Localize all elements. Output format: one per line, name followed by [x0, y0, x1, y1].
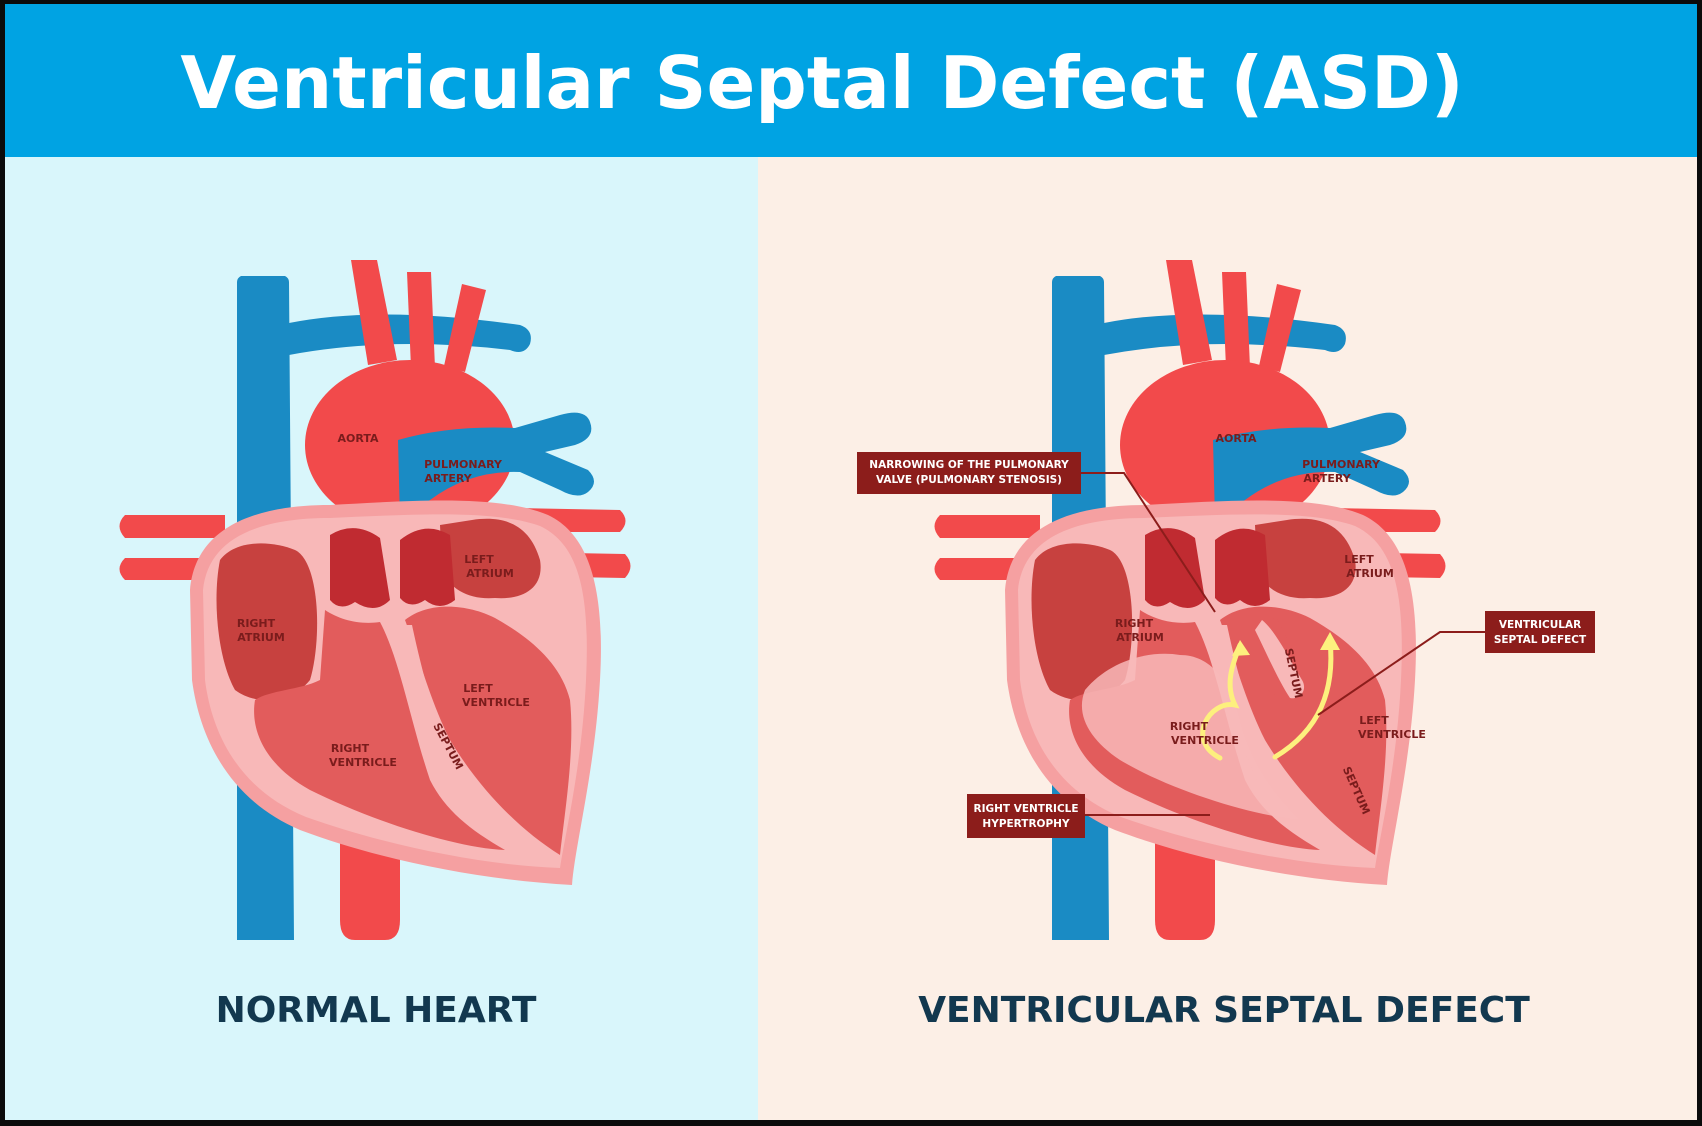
label-right-atrium-line1: RIGHT [1115, 617, 1154, 630]
label-right-ventricle-line2: VENTRICLE [329, 756, 397, 769]
label-left-ventricle-line2: VENTRICLE [1358, 728, 1426, 741]
callout-line1: NARROWING OF THE PULMONARY [869, 459, 1069, 471]
label-right-ventricle-line2: VENTRICLE [1171, 734, 1239, 747]
label-left-ventricle-line1: LEFT [463, 682, 493, 695]
label-pulmonary-artery-line1: PULMONARY [424, 458, 503, 471]
callout-line2: SEPTAL DEFECT [1494, 634, 1587, 646]
label-right-atrium-line2: ATRIUM [237, 631, 285, 644]
label-left-ventricle-line2: VENTRICLE [462, 696, 530, 709]
callout-box [1485, 611, 1595, 653]
label-right-ventricle-line1: RIGHT [331, 742, 370, 755]
label-right-atrium-line2: ATRIUM [1116, 631, 1164, 644]
callout-line2: HYPERTROPHY [982, 818, 1070, 830]
callout-line2: VALVE (PULMONARY STENOSIS) [876, 474, 1062, 486]
label-pulmonary-artery-line2: ARTERY [1303, 472, 1351, 485]
normal-heart-caption: NORMAL HEART [216, 990, 537, 1031]
callout-line1: VENTRICULAR [1499, 619, 1581, 631]
label-aorta: AORTA [1215, 432, 1256, 445]
page-title: Ventricular Septal Defect (ASD) [180, 41, 1463, 125]
label-left-atrium-line1: LEFT [464, 553, 494, 566]
label-left-atrium-line1: LEFT [1344, 553, 1374, 566]
label-pulmonary-artery-line1: PULMONARY [1302, 458, 1381, 471]
callout-line1: RIGHT VENTRICLE [973, 803, 1078, 815]
label-left-atrium-line2: ATRIUM [466, 567, 514, 580]
label-aorta: AORTA [337, 432, 378, 445]
label-right-atrium-line1: RIGHT [237, 617, 276, 630]
callout-box [967, 794, 1085, 838]
label-left-atrium-line2: ATRIUM [1346, 567, 1394, 580]
defect-heart-caption: VENTRICULAR SEPTAL DEFECT [918, 990, 1530, 1031]
label-left-ventricle-line1: LEFT [1359, 714, 1389, 727]
label-right-ventricle-line1: RIGHT [1170, 720, 1209, 733]
label-pulmonary-artery-line2: ARTERY [424, 472, 472, 485]
